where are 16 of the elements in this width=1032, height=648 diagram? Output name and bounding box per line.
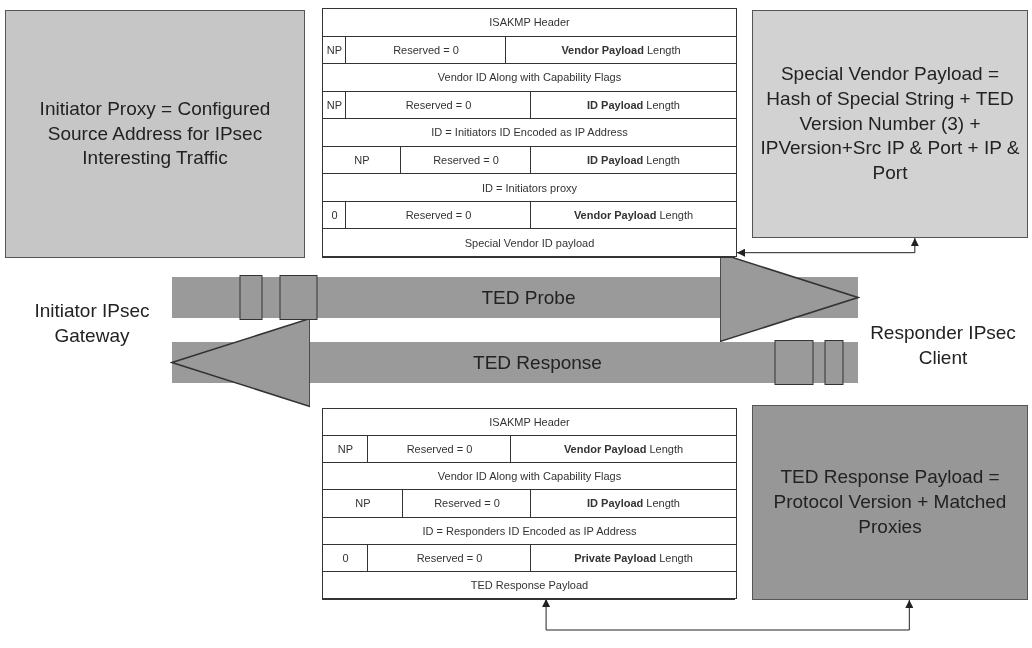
packet-field: ID Payload Length — [530, 489, 737, 518]
arrow — [736, 237, 919, 257]
info-panel: TED Response Payload = Protocol Version + Matched Proxies — [752, 405, 1028, 600]
info-panel: Special Vendor Payload = Hash of Special String + TED Version Number (3) + IPVersion+Src IP & Port + IP & Port — [752, 10, 1028, 238]
edge-label: TED Response — [473, 351, 602, 374]
edge-label: TED Probe — [481, 286, 576, 309]
packet-field: Special Vendor ID payload — [322, 228, 737, 257]
endpoint-label: Initiator IPsec Gateway — [12, 296, 172, 352]
packet-field: Private Payload Length — [530, 543, 737, 572]
packet-table — [322, 408, 735, 600]
arrow — [542, 598, 914, 631]
endpoint-label: Responder IPsec Client — [858, 318, 1028, 374]
packet-field: Vendor Payload Length — [510, 435, 737, 464]
packet-table — [322, 8, 735, 258]
info-panel: Initiator Proxy = Configured Source Address for IPsec Interesting Traffic — [5, 10, 305, 258]
packet-field: TED Response Payload — [322, 570, 737, 599]
